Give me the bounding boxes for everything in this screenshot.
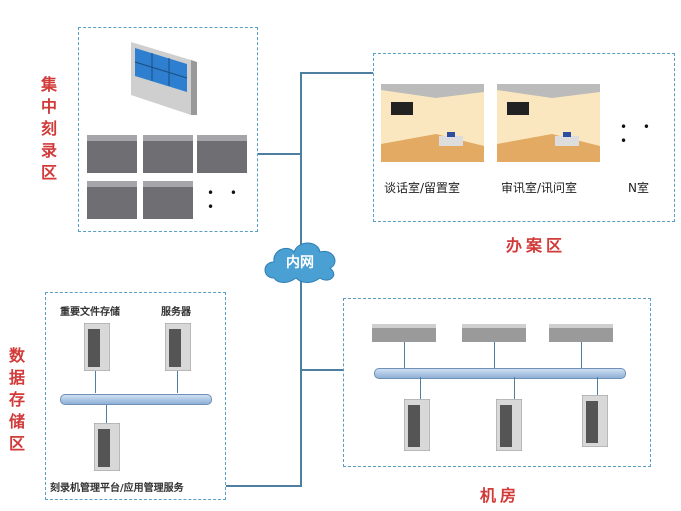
- tower-server-icon: [165, 323, 191, 371]
- file-storage-label: 重要文件存储: [60, 307, 120, 318]
- cloud-icon: [264, 242, 336, 283]
- connector: [494, 342, 495, 370]
- recorder-icon: [143, 181, 193, 219]
- tower-server-icon: [84, 323, 110, 371]
- connector: [581, 342, 582, 370]
- rack-server-icon: [549, 324, 613, 342]
- zone-label-storage: 数据存储区: [8, 346, 25, 453]
- connector: [514, 377, 515, 401]
- backbone-lower: [300, 280, 302, 487]
- recorder-icon: [143, 135, 193, 173]
- video-wall-icon: [131, 42, 197, 115]
- connector: [597, 377, 598, 397]
- recorder-icon: [87, 135, 137, 173]
- connector: [106, 398, 107, 428]
- link-recording: [258, 153, 301, 155]
- cloud-label: 内网: [286, 255, 314, 271]
- network-bus: [374, 368, 626, 379]
- rack-server-icon: [372, 324, 436, 342]
- room-label: N室: [628, 181, 649, 195]
- tower-server-icon: [404, 399, 430, 451]
- connector: [420, 377, 421, 401]
- zone-label-recording: 集中刻录区: [40, 75, 57, 182]
- recorder-icon: [87, 181, 137, 219]
- more-dots: • • •: [620, 120, 656, 148]
- room-label: 谈话室/留置室: [384, 181, 461, 195]
- tower-server-icon: [582, 395, 608, 447]
- network-bus: [60, 394, 212, 405]
- tower-server-icon: [496, 399, 522, 451]
- room-icon: [497, 84, 600, 162]
- storage-zone-box: 重要文件存储 服务器 刻录机管理平台/应用管理服务: [45, 292, 226, 500]
- zone-label-machine-room: 机房: [480, 486, 521, 505]
- link-storage: [226, 485, 301, 487]
- link-machine-room: [301, 369, 343, 371]
- room-label: 审讯室/讯问室: [501, 181, 578, 195]
- office-zone-box: • • • 谈话室/留置室 审讯室/讯问室 N室: [373, 53, 675, 222]
- link-office: [301, 72, 373, 74]
- more-dots: • • •: [207, 186, 243, 214]
- machine-room-box: [343, 298, 651, 467]
- tower-server-icon: [94, 423, 120, 471]
- room-icon: [381, 84, 484, 162]
- platform-label: 刻录机管理平台/应用管理服务: [50, 483, 184, 494]
- backbone-upper: [300, 72, 302, 247]
- zone-label-office: 办案区: [506, 236, 567, 255]
- rack-server-icon: [462, 324, 526, 342]
- recording-zone-box: • • •: [78, 27, 258, 232]
- recorder-icon: [197, 135, 247, 173]
- server-label: 服务器: [161, 307, 191, 318]
- connector: [404, 342, 405, 370]
